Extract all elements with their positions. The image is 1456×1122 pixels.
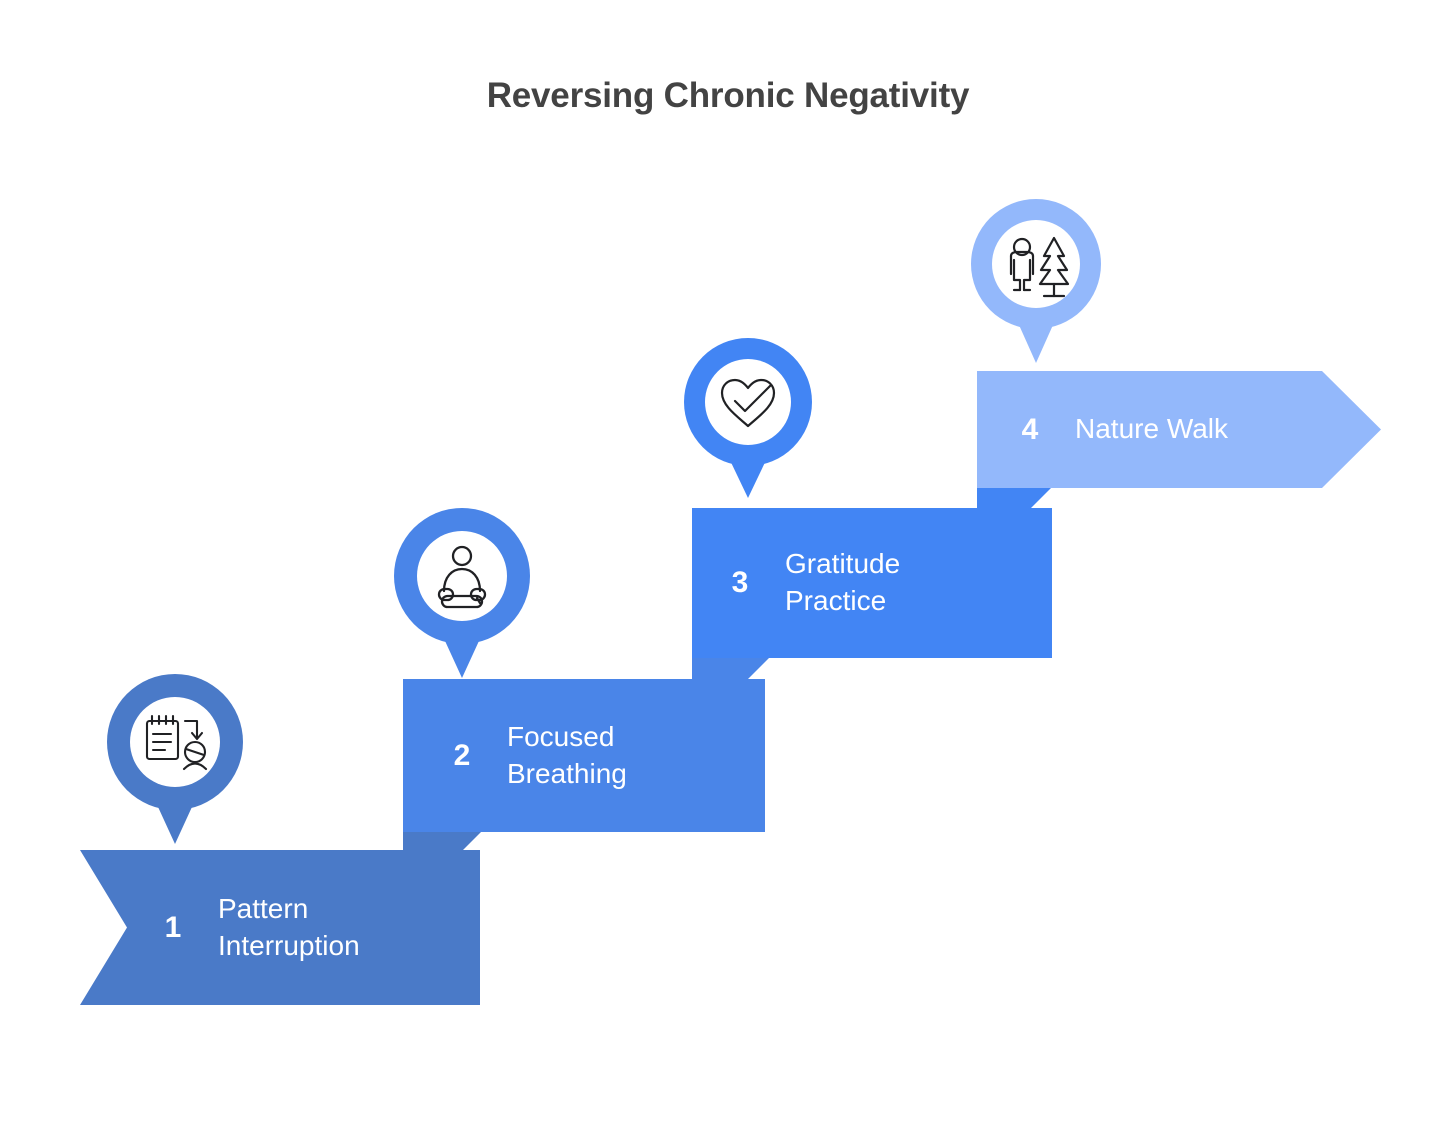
step-3-bar[interactable]: 3 Gratitude Practice — [692, 508, 1052, 658]
meditation-person-icon — [437, 545, 487, 609]
step-1-label: Pattern Interruption — [218, 892, 360, 961]
step-1-number: 1 — [164, 910, 182, 944]
step-1-bar[interactable]: 1 Pattern Interruption — [80, 850, 480, 1005]
pin-4-marker — [971, 199, 1101, 363]
step-2-number: 2 — [453, 738, 471, 772]
step-1-shape — [80, 850, 480, 1005]
step-4: 4 Nature Walk — [977, 371, 1381, 488]
fold-3-4 — [977, 484, 1055, 510]
step-1-text: 1 Pattern Interruption — [152, 850, 360, 1005]
person-tree-icon — [1009, 236, 1070, 298]
step-3-text: 3 Gratitude Practice — [719, 508, 901, 658]
heart-check-icon — [720, 378, 776, 428]
step-4-label: Nature Walk — [1075, 413, 1229, 445]
pin-3-marker — [684, 338, 812, 498]
pin-1[interactable] — [105, 672, 245, 847]
step-1: 1 Pattern Interruption — [80, 850, 480, 1005]
fold-1-2 — [403, 832, 481, 858]
pin-2-marker — [394, 508, 530, 678]
step-3-shape — [692, 508, 1052, 658]
step-2-text: 2 Focused Breathing — [441, 679, 627, 832]
pin-3[interactable] — [682, 336, 814, 501]
page-title: Reversing Chronic Negativity — [486, 76, 970, 115]
notepad-person-icon — [145, 714, 208, 771]
step-3: 3 Gratitude Practice — [692, 508, 1052, 658]
step-2-shape — [403, 679, 765, 832]
pin-4[interactable] — [968, 198, 1104, 368]
fold-2-3 — [692, 657, 770, 683]
step-4-bar[interactable]: 4 Nature Walk — [977, 371, 1381, 488]
pin-2[interactable] — [392, 506, 532, 681]
step-3-label: Gratitude Practice — [785, 548, 901, 616]
step-3-number: 3 — [731, 566, 749, 599]
step-2: 2 Focused Breathing — [403, 679, 765, 832]
step-2-bar[interactable]: 2 Focused Breathing — [403, 679, 765, 832]
step-2-label: Focused Breathing — [507, 720, 627, 789]
step-4-number: 4 — [1021, 412, 1039, 446]
step-4-shape — [977, 371, 1381, 488]
step-4-text: 4 Nature Walk — [1009, 371, 1228, 488]
